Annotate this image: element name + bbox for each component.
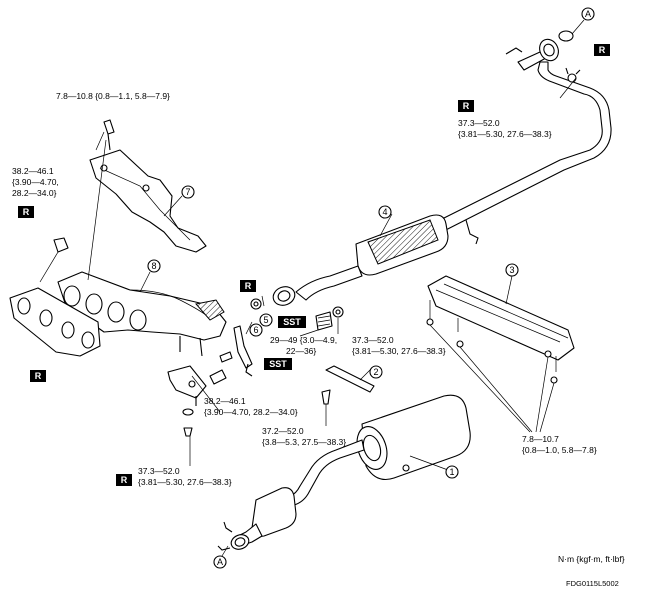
torque-insulator-line1: 7.8—10.7 [522, 434, 559, 444]
callout-7: 7 [181, 185, 195, 199]
insulator [426, 275, 575, 433]
torque-manifold-nut-line1: 38.2—46.1 [12, 166, 54, 176]
torque-spring-line2: 22—36} [286, 346, 316, 356]
replace-badge-gasket: R [30, 370, 46, 382]
figure-code: FDG0115L5002 [566, 579, 619, 588]
callout-5: 5 [259, 313, 273, 327]
svg-text:R: R [463, 101, 470, 111]
svg-text:6: 6 [253, 325, 258, 335]
torque-front-pipe-line2: {3.81—5.30, 27.6—38.3} [458, 129, 552, 139]
sst-badge-1: SST [278, 316, 306, 328]
heat-insulator [89, 149, 207, 253]
svg-text:R: R [35, 371, 42, 381]
torque-manifold-nut-line2: {3.90—4.70, [12, 177, 59, 187]
svg-text:1: 1 [449, 467, 454, 477]
replace-badge-flange: R [240, 280, 256, 292]
torque-stud-bottom-line1: 37.3—52.0 [138, 466, 180, 476]
point-a-bottom: A [213, 555, 227, 569]
torque-spring-line1: 29—49 {3.0—4.9, [270, 335, 337, 345]
torque-manifold-nut-line3: 28.2—34.0} [12, 188, 57, 198]
svg-text:4: 4 [382, 207, 387, 217]
replace-badge-bottom: R [116, 474, 132, 486]
torque-hanger-line1: 37.2—52.0 [262, 426, 304, 436]
torque-hanger-line2: {3.8—5.3, 27.5—38.3} [262, 437, 346, 447]
torque-flange-line1: 37.3—52.0 [352, 335, 394, 345]
svg-text:5: 5 [263, 315, 268, 325]
front-pipe-assembly [272, 38, 612, 306]
torque-bracket-line2: {3.90—4.70, 28.2—34.0} [204, 407, 298, 417]
svg-text:7: 7 [185, 187, 190, 197]
svg-text:A: A [585, 9, 591, 19]
callout-3: 3 [505, 263, 519, 277]
replace-badge-manifold-nut: R [18, 206, 34, 218]
svg-text:A: A [217, 557, 223, 567]
manifold-bracket [167, 351, 233, 437]
torque-bracket-line1: 38.2—46.1 [204, 396, 246, 406]
svg-text:SST: SST [269, 359, 287, 369]
callout-1: 1 [445, 465, 459, 479]
hanger-bracket [321, 365, 375, 405]
torque-stud-bottom-line2: {3.81—5.30, 27.6—38.3} [138, 477, 232, 487]
flange-studs [53, 119, 344, 377]
sst-badge-2: SST [264, 358, 292, 370]
svg-text:SST: SST [283, 317, 301, 327]
callout-8: 8 [147, 259, 161, 273]
callout-6: 6 [249, 323, 263, 337]
svg-text:R: R [599, 45, 606, 55]
torque-front-pipe-line1: 37.3—52.0 [458, 118, 500, 128]
callout-4: 4 [378, 205, 392, 219]
torque-insulator-line2: {0.8—1.0, 5.8—7.8} [522, 445, 597, 455]
point-a-top: A [581, 7, 595, 21]
svg-text:R: R [245, 281, 252, 291]
callout-2: 2 [369, 365, 383, 379]
replace-badge-pipe: R [458, 100, 474, 112]
units-legend: N·m {kgf·m, ft·lbf} [558, 554, 625, 564]
manifold-gasket [9, 287, 101, 357]
svg-text:8: 8 [151, 261, 156, 271]
torque-stud-top: 7.8—10.8 {0.8—1.1, 5.8—7.9} [56, 91, 170, 101]
replace-badge-top-right: R [594, 44, 610, 56]
svg-text:3: 3 [509, 265, 514, 275]
main-silencer [217, 394, 471, 551]
torque-flange-line2: {3.81—5.30, 27.6—38.3} [352, 346, 446, 356]
svg-text:2: 2 [373, 367, 378, 377]
svg-text:R: R [121, 475, 128, 485]
svg-text:R: R [23, 207, 30, 217]
leader-lines [39, 77, 577, 471]
